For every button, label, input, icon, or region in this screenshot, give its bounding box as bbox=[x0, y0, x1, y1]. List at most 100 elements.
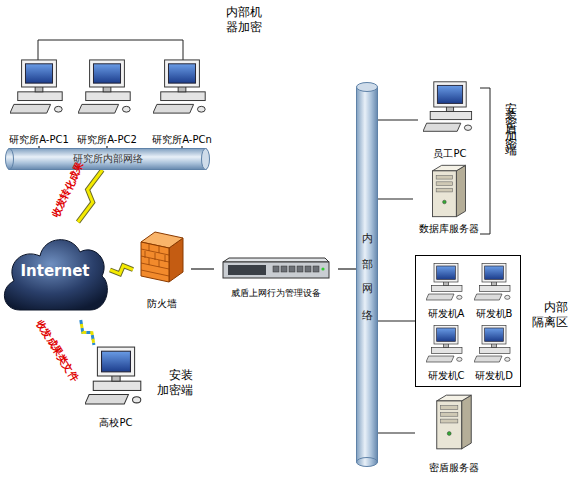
server-top bbox=[433, 165, 466, 171]
server-bay bbox=[441, 412, 458, 416]
link-line bbox=[338, 268, 356, 269]
device-body bbox=[223, 262, 329, 278]
brick-line bbox=[141, 263, 169, 269]
firewall-front bbox=[141, 242, 169, 282]
pc-mouse bbox=[464, 125, 471, 130]
pc-monitor bbox=[22, 60, 57, 87]
pc-mouse bbox=[122, 106, 130, 112]
pc-monitor bbox=[97, 347, 134, 376]
workstation-node: 研究所A-PCn bbox=[148, 58, 216, 146]
pc-case bbox=[431, 347, 462, 353]
server-icon bbox=[431, 392, 477, 452]
brick-joint bbox=[145, 251, 146, 258]
link-line bbox=[191, 268, 214, 269]
brick-line bbox=[141, 270, 169, 276]
brick-joint bbox=[149, 244, 150, 251]
pc-screen bbox=[437, 266, 456, 279]
network-link bbox=[81, 320, 94, 345]
workstation-node: 研究所A-PC1 bbox=[5, 58, 73, 146]
workstation-node: 研发机D bbox=[470, 322, 518, 382]
network-link bbox=[378, 120, 418, 121]
node-label: 员工PC bbox=[418, 148, 482, 160]
pc-icon bbox=[474, 324, 514, 364]
node-label: 数据库服务器 bbox=[413, 223, 485, 235]
pc-monitor bbox=[482, 325, 506, 344]
bolt-line bbox=[110, 266, 133, 274]
node-label: 研发机B bbox=[470, 308, 518, 320]
server-bay bbox=[436, 188, 453, 192]
server-led bbox=[447, 432, 451, 436]
network-link bbox=[39, 146, 40, 148]
brick-joint bbox=[155, 253, 156, 260]
pc-mouse bbox=[457, 357, 462, 361]
pc-case bbox=[86, 92, 130, 101]
node-label: 密盾服务器 bbox=[415, 462, 493, 474]
server-side bbox=[462, 395, 472, 449]
isolation-zone: 内部隔离区研发机A研发机B研发机C研发机D bbox=[415, 255, 521, 387]
server-led bbox=[443, 200, 447, 204]
server-front bbox=[433, 171, 457, 217]
device-panel bbox=[228, 265, 266, 275]
bolt-outline bbox=[78, 170, 102, 222]
node-label: 研究所A-PC2 bbox=[73, 134, 141, 146]
network-link bbox=[378, 199, 413, 200]
server-bay bbox=[441, 406, 458, 410]
dashed-link bbox=[81, 320, 94, 345]
brick-joint bbox=[159, 246, 160, 253]
bolt-line bbox=[78, 170, 102, 222]
workstation-node: 研发机A bbox=[422, 260, 470, 320]
link-line bbox=[378, 320, 415, 321]
workstation-node: 员工PC bbox=[418, 80, 482, 160]
link-line bbox=[38, 146, 39, 148]
pc-monitor bbox=[434, 263, 458, 282]
network-link bbox=[191, 269, 214, 270]
server-bay bbox=[441, 419, 458, 423]
gateway-device: 威盾上网行为管理设备 bbox=[214, 255, 338, 299]
pc-monitor bbox=[434, 82, 466, 107]
workstation-node: 研发机B bbox=[470, 260, 518, 320]
pc-icon bbox=[153, 58, 211, 116]
server-front bbox=[437, 401, 462, 449]
pc-mouse bbox=[505, 357, 510, 361]
workstation-node: 高校PC bbox=[80, 345, 152, 429]
network-pipe: 内部网络 bbox=[356, 82, 378, 467]
pc-mouse bbox=[197, 106, 205, 112]
link-line bbox=[378, 119, 418, 120]
pc-icon bbox=[10, 58, 68, 116]
brick-joint bbox=[159, 260, 160, 267]
group-bracket bbox=[38, 40, 183, 60]
device-port bbox=[281, 266, 287, 272]
node-label: 内部网络 bbox=[360, 223, 374, 327]
network-link bbox=[107, 146, 108, 148]
pipe-body bbox=[357, 87, 378, 462]
link-line bbox=[378, 432, 415, 433]
pc-screen bbox=[168, 64, 195, 83]
network-link bbox=[110, 266, 133, 274]
server-bay bbox=[436, 182, 453, 186]
pc-screen bbox=[485, 266, 504, 279]
pc-keyboard bbox=[474, 294, 502, 300]
node-label: 研究所内部网络 bbox=[5, 148, 210, 170]
node-label: 防火墙 bbox=[133, 298, 191, 310]
pc-keyboard bbox=[474, 356, 502, 362]
pc-monitor bbox=[434, 325, 458, 344]
pc-screen bbox=[437, 328, 456, 341]
pipe-end bbox=[357, 458, 378, 467]
node-label: 内部隔离区 bbox=[532, 300, 570, 330]
device-icon bbox=[221, 257, 331, 281]
pc-monitor bbox=[90, 60, 125, 87]
server-side bbox=[456, 165, 465, 216]
group-bracket bbox=[480, 88, 490, 234]
pc-icon bbox=[85, 345, 147, 407]
workstation-node: 研发机C bbox=[422, 322, 470, 382]
network-link bbox=[78, 170, 102, 222]
note-text: 安装密盾加密端 bbox=[503, 92, 518, 141]
pc-case bbox=[18, 92, 62, 101]
pc-mouse bbox=[505, 295, 510, 299]
pipe-end bbox=[6, 149, 14, 170]
brick-joint bbox=[149, 258, 150, 265]
pc-screen bbox=[485, 328, 504, 341]
firewall-node: 防火墙 bbox=[133, 228, 191, 310]
